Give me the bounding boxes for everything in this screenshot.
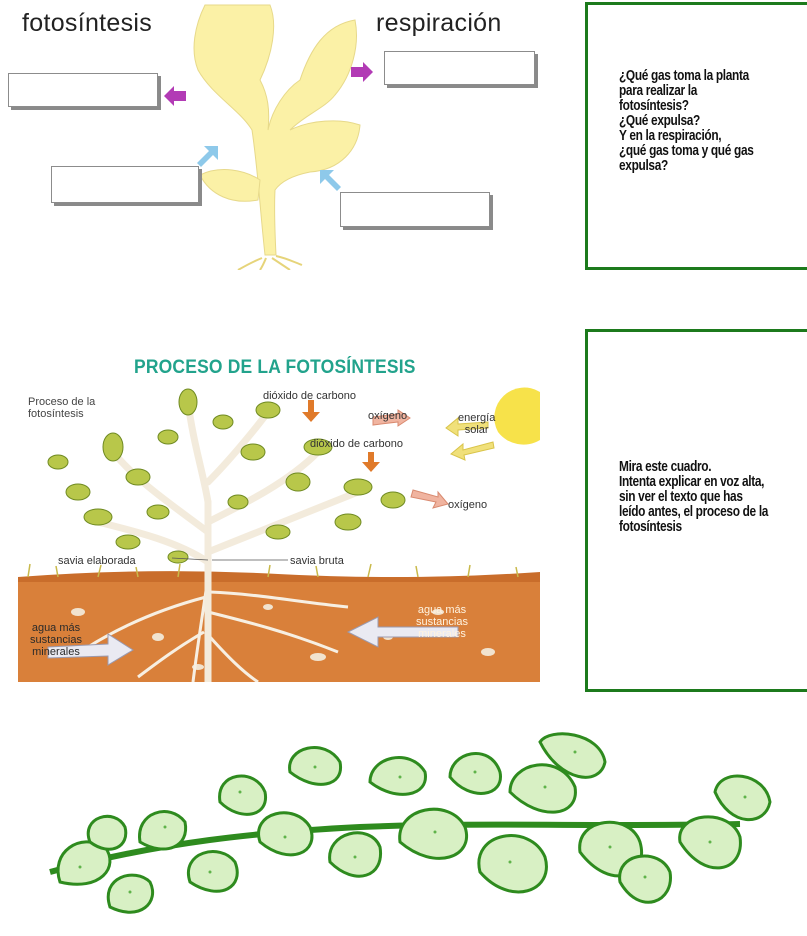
answer-box-respiration-out[interactable]: [384, 51, 535, 85]
photosynthesis-heading: fotosíntesis: [22, 9, 152, 38]
answer-box-photosynthesis-in[interactable]: [51, 166, 199, 203]
yellow-plant-illustration: [160, 0, 380, 270]
respiration-heading: respiración: [376, 9, 502, 38]
instruction-line: fotosíntesis: [619, 520, 768, 535]
label-co2-top: dióxido de carbono: [263, 390, 356, 402]
label-oxygen-right: oxígeno: [448, 499, 487, 511]
diagram-title: PROCESO DE LA FOTOSÍNTESIS: [134, 357, 416, 379]
label-elaborated-sap: savia elaborada: [58, 555, 136, 567]
label-process: Proceso de la fotosíntesis: [28, 396, 95, 420]
instruction-line: sin ver el texto que has: [619, 490, 768, 505]
label-water-right: agua más sustancias minerales: [416, 604, 468, 640]
arrow-left-magenta-icon: [164, 86, 186, 106]
label-energy-line: solar: [458, 424, 495, 436]
answer-box-photosynthesis-out[interactable]: [8, 73, 158, 107]
label-water-line: agua más: [416, 604, 468, 616]
instruction-text: Mira este cuadro. Intenta explicar en vo…: [619, 460, 768, 535]
question-line: ¿Qué gas toma la planta: [619, 69, 754, 84]
question-line: expulsa?: [619, 159, 754, 174]
label-co2-mid: dióxido de carbono: [310, 438, 403, 450]
label-process-line: Proceso de la: [28, 396, 95, 408]
instruction-line: Intenta explicar en voz alta,: [619, 475, 768, 490]
arrow-upleft-blue-icon: [320, 170, 342, 192]
question-text: ¿Qué gas toma la planta para realizar la…: [619, 69, 754, 174]
label-water-line: sustancias: [30, 634, 82, 646]
instruction-line: Mira este cuadro.: [619, 460, 768, 475]
label-water-line: agua más: [30, 622, 82, 634]
arrow-upright-blue-icon: [196, 146, 218, 168]
question-line: fotosíntesis?: [619, 99, 754, 114]
question-line: ¿Qué expulsa?: [619, 114, 754, 129]
label-water-line: minerales: [416, 628, 468, 640]
answer-box-respiration-in[interactable]: [340, 192, 490, 227]
label-water-line: minerales: [30, 646, 82, 658]
question-line: para realizar la: [619, 84, 754, 99]
photosynthesis-process-illustration: Proceso de la fotosíntesis dióxido de ca…: [18, 382, 540, 682]
arrow-right-magenta-icon: [351, 62, 373, 82]
decorative-vine: [40, 732, 807, 932]
label-water-line: sustancias: [416, 616, 468, 628]
instruction-line: leído antes, el proceso de la: [619, 505, 768, 520]
question-box: ¿Qué gas toma la planta para realizar la…: [585, 2, 807, 270]
label-oxygen-top: oxígeno: [368, 410, 407, 422]
question-line: Y en la respiración,: [619, 129, 754, 144]
label-energy-line: energía: [458, 412, 495, 424]
label-raw-sap: savia bruta: [290, 555, 344, 567]
question-line: ¿qué gas toma y qué gas: [619, 144, 754, 159]
label-process-line: fotosíntesis: [28, 408, 95, 420]
label-water-left: agua más sustancias minerales: [30, 622, 82, 658]
label-solar-energy: energía solar: [458, 412, 495, 436]
instruction-box: Mira este cuadro. Intenta explicar en vo…: [585, 329, 807, 692]
